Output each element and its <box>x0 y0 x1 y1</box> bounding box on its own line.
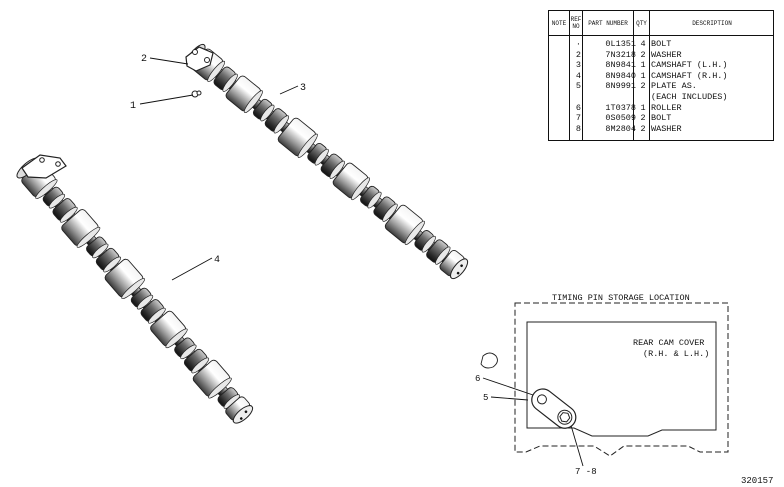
cam-lobe-face <box>147 307 166 324</box>
row-qty: 1 <box>640 70 646 81</box>
row-description: CAMSHAFT (L.H.) <box>651 60 728 71</box>
row-part-number: 8M2804 <box>605 123 636 134</box>
table-row: (EACH INCLUDES) <box>549 93 773 104</box>
inset-title: TIMING PIN STORAGE LOCATION <box>552 293 690 303</box>
table-row: 4 8N9840 1 CAMSHAFT (R.H.) <box>549 72 773 83</box>
cam-lobe-face <box>208 377 232 399</box>
table-row: 2 7N3218 2 WASHER <box>549 51 773 62</box>
cam-lobe-face <box>48 193 66 209</box>
row-part-number: 0S0509 <box>605 113 636 124</box>
cam-lobe-face <box>222 73 238 92</box>
cam-lobe-face <box>382 203 398 222</box>
header-note: NOTE <box>551 19 567 27</box>
header-description: DESCRIPTION <box>692 19 732 27</box>
callout-2: 2 <box>141 54 147 65</box>
row-description: CAMSHAFT (R.H.) <box>651 70 728 81</box>
row-description: BOLT <box>651 39 672 49</box>
table-row: 6 1T0378 1 ROLLER <box>549 104 773 115</box>
row-part-number: 8N9991 <box>605 81 636 92</box>
row-qty: 1 <box>640 60 646 71</box>
row-description: WASHER <box>651 123 682 134</box>
camshaft-rh <box>16 157 254 424</box>
row-ref: 7 <box>575 113 581 124</box>
row-ref: 4 <box>575 70 581 81</box>
row-description: WASHER <box>651 49 682 60</box>
callout-6: 6 <box>475 374 480 384</box>
header-part-number: PART NUMBER <box>588 19 628 27</box>
timing-pin-inset <box>480 302 729 457</box>
cam-lobe-face <box>92 243 109 259</box>
cam-lobe-face <box>191 357 210 374</box>
callout-5: 5 <box>483 393 488 403</box>
cam-lobe-face <box>273 115 290 134</box>
inset-cover-sides: (R.H. & L.H.) <box>643 349 709 359</box>
callout-4: 4 <box>214 255 220 266</box>
cam-lobe-face <box>329 160 345 179</box>
callout-3: 3 <box>300 83 306 94</box>
thrust-plate-lower <box>21 154 67 179</box>
row-qty: 2 <box>640 113 646 124</box>
cam-lobe-face <box>59 206 78 223</box>
cam-lobe-face <box>314 148 329 166</box>
row-ref: 3 <box>575 60 581 71</box>
row-description: ROLLER <box>651 102 682 113</box>
row-qty: 2 <box>640 49 646 60</box>
row-ref: 2 <box>575 49 581 60</box>
row-part-number: 1T0378 <box>605 102 636 113</box>
row-ref: 8 <box>575 123 581 134</box>
row-part-number: 7N3218 <box>605 49 636 60</box>
callout-7-8: 7 -8 <box>575 467 597 477</box>
cam-lobe-face <box>165 328 188 349</box>
row-qty: 4 <box>640 39 646 49</box>
row-qty: 2 <box>640 81 646 92</box>
leader-lines <box>139 57 584 467</box>
header-ref: REF NO <box>570 16 582 30</box>
table-row: · 0L1351 4 BOLT <box>549 40 773 51</box>
parts-list-table: NOTE REF NO PART NUMBER QTY DESCRIPTION … <box>548 10 774 141</box>
table-row: 7 0S0509 2 BOLT <box>549 114 773 125</box>
row-ref: 6 <box>575 102 581 113</box>
cam-lobe-face <box>297 133 318 158</box>
row-part-number: 8N9840 <box>605 70 636 81</box>
row-part-number: 8N9841 <box>605 60 636 71</box>
cam-lobe-face <box>367 191 382 209</box>
row-description: (EACH INCLUDES) <box>651 92 728 102</box>
row-qty: 1 <box>640 102 646 113</box>
cam-lobe-face <box>207 60 226 83</box>
cam-lobe-face <box>76 226 101 248</box>
cam-lobe-face <box>121 278 146 300</box>
table-row: 8 8M2804 2 WASHER <box>549 125 773 136</box>
drawing-number: 320157 <box>741 476 773 486</box>
cam-lobe-face <box>180 344 197 360</box>
cam-lobe-face <box>404 220 425 245</box>
table-row: 3 8N9841 1 CAMSHAFT (L.H.) <box>549 61 773 72</box>
row-part-number: 0L1351 <box>605 39 636 49</box>
row-ref: · <box>575 39 581 49</box>
camshaft-lh <box>186 43 469 280</box>
cam-lobe-face <box>435 246 451 265</box>
cam-lobe-face <box>351 177 371 201</box>
row-description: BOLT <box>651 113 672 124</box>
callout-1: 1 <box>130 101 136 112</box>
row-qty: 2 <box>640 123 646 134</box>
cam-lobe-face <box>243 90 263 114</box>
row-ref: 5 <box>575 81 581 92</box>
inset-cover-label: REAR CAM COVER <box>633 338 704 348</box>
header-qty: QTY <box>636 19 647 27</box>
cam-lobe-face <box>103 256 122 273</box>
cam-lobe-face <box>35 179 58 199</box>
cam-lobe-face <box>260 104 275 122</box>
thrust-plate-upper <box>185 46 214 98</box>
table-header <box>549 11 773 36</box>
cam-lobe-face <box>136 294 154 310</box>
table-row: 5 8N9991 2 PLATE AS. <box>549 82 773 93</box>
cam-lobe-face <box>421 235 436 253</box>
row-description: PLATE AS. <box>651 81 697 92</box>
